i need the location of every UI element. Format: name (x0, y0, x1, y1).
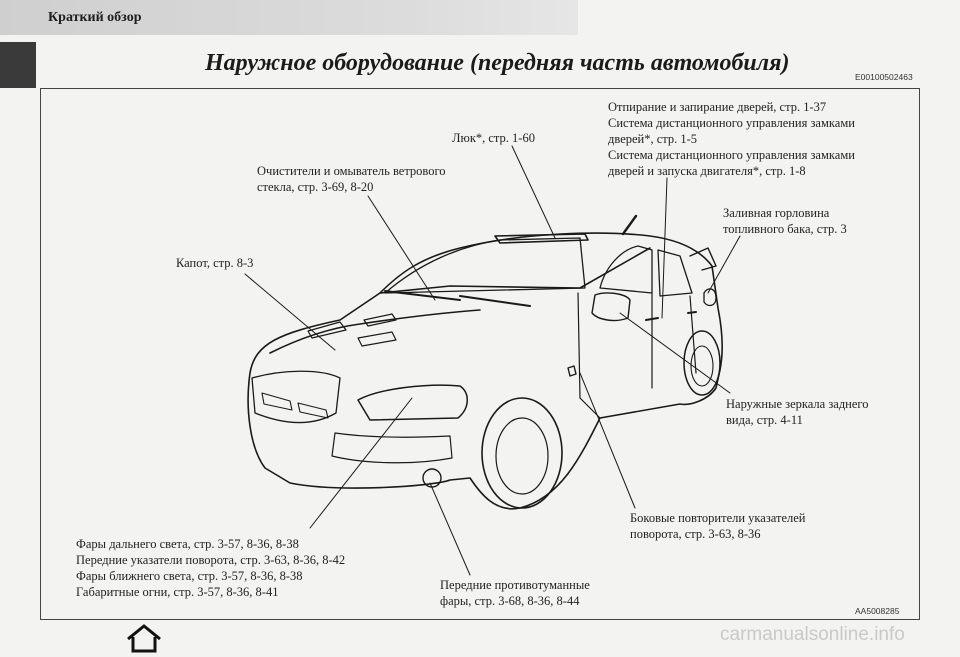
home-icon[interactable] (124, 622, 164, 654)
callout-wipers: Очистители и омыватель ветрового стекла,… (257, 164, 446, 194)
doc-code: E00100502463 (855, 72, 913, 82)
callout-doors: Отпирание и запирание дверей, стр. 1-37 … (608, 100, 855, 178)
figure-frame (40, 88, 920, 620)
front-grille (251, 370, 341, 424)
car-illustration (244, 145, 741, 576)
leader-lines (244, 145, 741, 576)
rear-wheel (683, 330, 721, 396)
callout-fuel: Заливная горловина топливного бака, стр.… (723, 206, 847, 236)
fuel-filler (703, 288, 717, 307)
front-wheel (481, 397, 563, 509)
figure-code: AA5008285 (855, 606, 900, 616)
callout-mirrors: Наружные зеркала заднего вида, стр. 4-11 (726, 397, 869, 427)
callout-sunroof: Люк*, стр. 1-60 (452, 131, 535, 145)
callout-hood: Капот, стр. 8-3 (176, 256, 254, 270)
hood-vent (363, 313, 397, 327)
callout-foglights: Передние противотуманные фары, стр. 3-68… (440, 578, 590, 608)
callout-side-repeaters: Боковые повторители указателей поворота,… (630, 511, 806, 541)
sunroof (494, 233, 589, 244)
page-title: Наружное оборудование (передняя часть ав… (205, 50, 790, 76)
section-label: Краткий обзор (48, 10, 142, 25)
headlight (357, 384, 468, 421)
header-bar (0, 0, 578, 35)
wiper (459, 295, 531, 307)
side-repeater (567, 365, 577, 377)
wiper (384, 290, 461, 301)
hood-vent (357, 331, 397, 347)
watermark: carmanualsonline.info (720, 624, 905, 645)
callout-headlights: Фары дальнего света, стр. 3-57, 8-36, 8-… (76, 537, 346, 599)
hood-vent (307, 321, 347, 339)
car-body-outline (247, 232, 723, 510)
side-tab (0, 42, 36, 88)
side-mirror (591, 292, 631, 322)
